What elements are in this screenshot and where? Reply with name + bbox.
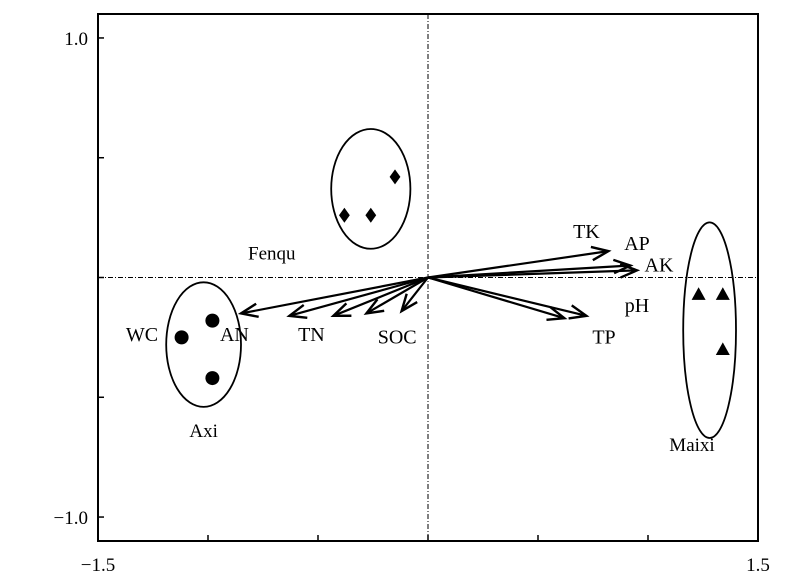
vector-arrow-shaft bbox=[332, 276, 429, 317]
y-tick-label: −1.0 bbox=[54, 508, 88, 529]
sample-points bbox=[174, 169, 730, 386]
triangle-marker bbox=[715, 342, 730, 355]
vector-arrow-head bbox=[546, 306, 568, 322]
x-tick-label: −1.5 bbox=[81, 555, 115, 576]
axis-ticks: −1.5 1.5 1.0 −1.0 bbox=[54, 29, 770, 576]
vector-arrow-shaft bbox=[400, 276, 429, 312]
vector-label: TK bbox=[573, 221, 600, 243]
y-tick-label: 1.0 bbox=[64, 29, 88, 50]
vector-arrow-head bbox=[330, 302, 352, 318]
x-tick-label: 1.5 bbox=[746, 555, 770, 576]
vector-arrow-head bbox=[568, 304, 590, 320]
group-label: Axi bbox=[189, 421, 218, 442]
group-label: Fenqu bbox=[248, 244, 296, 265]
vector-label: pH bbox=[625, 295, 649, 317]
vector-arrow-shaft bbox=[427, 276, 587, 317]
diamond-marker bbox=[365, 207, 377, 223]
vector-label: TP bbox=[592, 326, 615, 348]
vector-arrow-head bbox=[237, 302, 259, 319]
vector-arrow-shaft bbox=[365, 276, 429, 315]
triangle-marker bbox=[715, 287, 730, 300]
vector-arrow-shaft bbox=[427, 250, 609, 279]
circle-marker bbox=[205, 313, 220, 328]
vector-arrow-head bbox=[590, 245, 612, 262]
vector-arrow-shaft bbox=[289, 276, 429, 317]
vector-label: TN bbox=[298, 324, 325, 346]
variable-vectors bbox=[237, 245, 641, 322]
vector-label: AN bbox=[220, 324, 249, 346]
circle-marker bbox=[174, 330, 189, 345]
group-label: Maixi bbox=[669, 435, 714, 456]
vector-label: AP bbox=[624, 233, 650, 255]
group-ellipse bbox=[165, 281, 242, 408]
vector-label: WC bbox=[126, 324, 158, 346]
triangle-marker bbox=[691, 287, 706, 300]
circle-marker bbox=[205, 371, 220, 386]
vector-arrow-head bbox=[286, 303, 308, 319]
vector-arrow-head bbox=[399, 293, 418, 314]
diamond-marker bbox=[389, 169, 401, 185]
diamond-marker bbox=[339, 207, 350, 223]
group-ellipse bbox=[682, 221, 737, 439]
vector-arrow-shaft bbox=[240, 276, 429, 315]
vector-arrow-head bbox=[363, 298, 385, 316]
vector-arrow-shaft bbox=[427, 269, 638, 279]
vector-arrow-shaft bbox=[427, 276, 565, 320]
group-ellipses bbox=[165, 128, 737, 439]
group-ellipse bbox=[330, 128, 412, 250]
vector-label: AK bbox=[645, 255, 674, 277]
vector-arrow-head bbox=[619, 263, 641, 279]
vector-label: SOC bbox=[378, 326, 417, 348]
